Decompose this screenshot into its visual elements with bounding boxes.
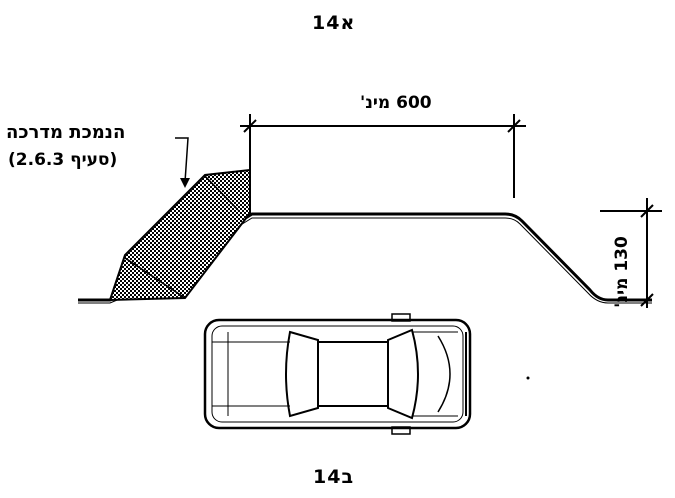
ramp-seam-line: [204, 175, 239, 211]
callout-leader: [175, 137, 189, 183]
figure-bottom-label: ב14: [313, 466, 355, 488]
stray-dot: [526, 376, 530, 380]
callout-text-line1: הנמכת מדרכה: [6, 122, 126, 143]
dim-tick-left: [243, 119, 257, 133]
car-top-view: [203, 313, 472, 435]
callout-text-line2: (סעיף 2.6.3): [8, 150, 118, 170]
sidewalk-lowering-ramp: [108, 168, 251, 302]
dim-tick-right: [507, 119, 521, 133]
callout-arrowhead: [180, 178, 190, 188]
dimension-length-label: 600 מינ': [360, 93, 432, 113]
curb-profile-line-inner: [78, 217, 652, 304]
dim-tick-top: [640, 204, 654, 218]
dimension-height-label: 130 מינ': [611, 236, 632, 308]
dim-tick-bottom: [640, 293, 654, 307]
ramp-seam-line: [124, 257, 186, 299]
figure-top-label: א14: [312, 12, 356, 34]
curb-profile-line: [78, 212, 652, 302]
